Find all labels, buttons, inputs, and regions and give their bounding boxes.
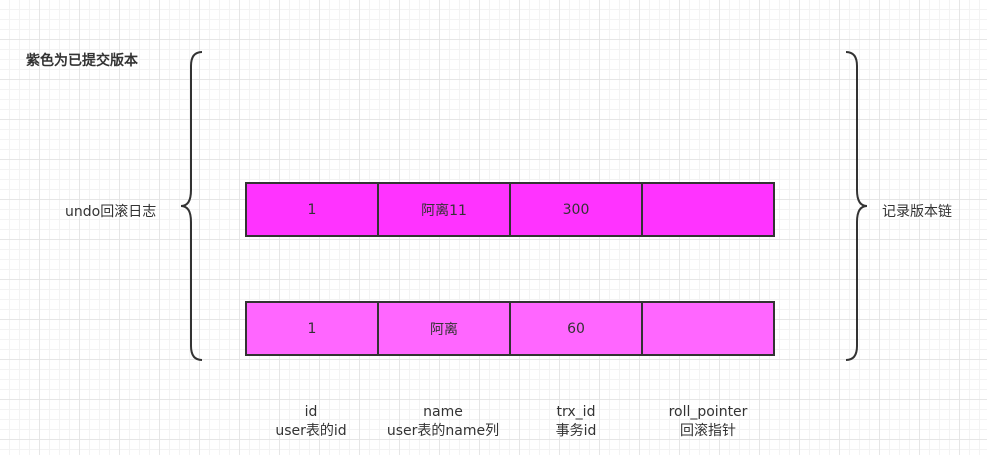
cell-name: 阿离: [379, 303, 511, 354]
column-label-roll-pointer: roll_pointer 回滚指针: [642, 403, 774, 441]
cell-roll-pointer: [643, 303, 773, 354]
right-brace: [845, 51, 868, 361]
column-label-name: name user表的name列: [367, 403, 519, 441]
cell-roll-pointer: [643, 184, 773, 235]
cell-name: 阿离11: [379, 184, 511, 235]
undo-version-row: 1 阿离 60: [245, 301, 775, 356]
column-desc: 事务id: [555, 423, 597, 439]
column-desc: 回滚指针: [680, 423, 736, 439]
left-brace: [180, 51, 203, 361]
committed-version-row: 1 阿离11 300: [245, 182, 775, 237]
column-desc: user表的id: [275, 423, 347, 439]
cell-trx-id: 300: [511, 184, 643, 235]
column-label-id: id user表的id: [245, 403, 377, 441]
cell-id: 1: [247, 303, 379, 354]
column-name: id: [304, 404, 318, 420]
version-chain-label: 记录版本链: [882, 204, 952, 220]
undo-log-label: undo回滚日志: [65, 204, 157, 220]
diagram-title: 紫色为已提交版本: [26, 53, 138, 69]
column-desc: user表的name列: [386, 423, 500, 439]
column-name: trx_id: [556, 404, 596, 420]
cell-id: 1: [247, 184, 379, 235]
cell-trx-id: 60: [511, 303, 643, 354]
column-label-trx-id: trx_id 事务id: [510, 403, 642, 441]
column-name: name: [423, 404, 463, 420]
column-name: roll_pointer: [668, 404, 748, 420]
